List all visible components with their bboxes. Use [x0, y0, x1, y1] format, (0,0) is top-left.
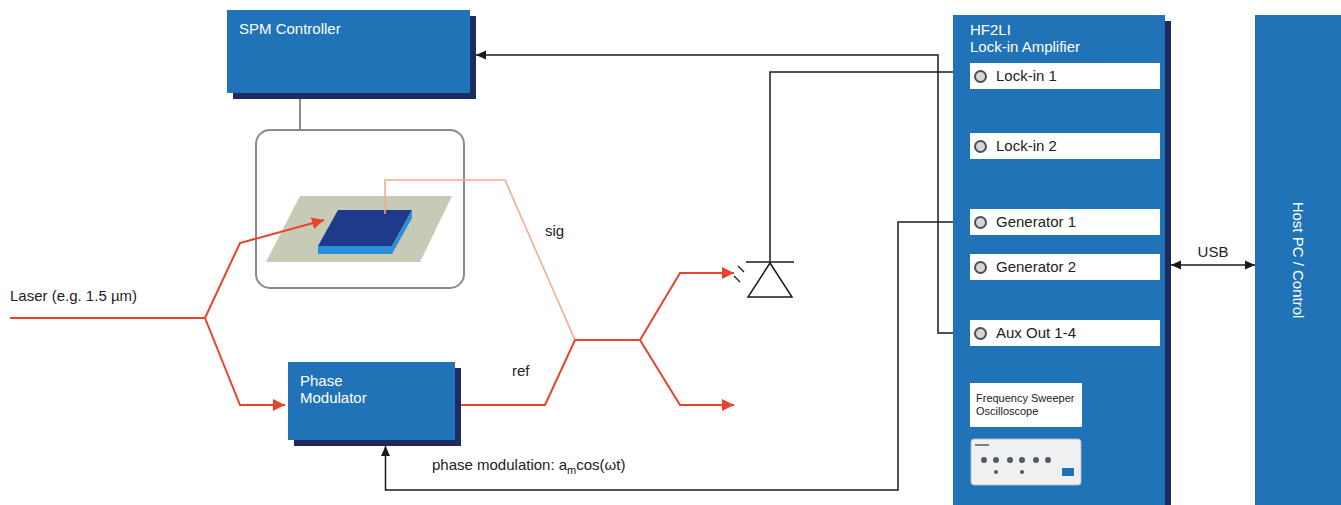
sample-chamber: [256, 130, 464, 288]
port-box: Generator 2: [970, 254, 1160, 280]
sample-side: [318, 246, 392, 254]
instrument-detail: [975, 444, 989, 446]
instrument-picture: [970, 438, 1082, 486]
laser-beam: [461, 273, 734, 405]
signal-subscript: m: [567, 464, 576, 476]
instrument-panel: HF2LILock-in AmplifierLock-in 1 Lock-in 2…: [953, 15, 1165, 505]
box-label: Lock-in Amplifier: [970, 38, 1080, 55]
port-box: Lock-in 1: [970, 63, 1160, 89]
box-label: Phase Modulator: [300, 372, 400, 407]
box-label: Generator 1: [996, 213, 1076, 230]
arrow-head: [381, 446, 390, 456]
laser-beam: [640, 340, 734, 405]
box-label: Generator 2: [996, 258, 1076, 275]
laser-beam: [205, 318, 285, 405]
connector-line: [1171, 264, 1255, 266]
connector: [381, 222, 970, 490]
instrument-detail: [981, 457, 987, 463]
laser-beam: [10, 220, 324, 318]
instrument-detail: [1033, 457, 1039, 463]
light-marks: [734, 266, 744, 282]
box-label: Host PC / Control: [1289, 202, 1306, 319]
box-label: Lock-in 1: [996, 67, 1057, 84]
box-label: SPM Controller: [239, 20, 341, 37]
arrow-head: [476, 51, 486, 60]
instrument-detail: [1019, 457, 1025, 463]
instrument-detail: [1062, 468, 1074, 476]
box-label: HF2LI: [970, 21, 1011, 38]
detector-wire: [770, 72, 970, 262]
beam-label: ref: [512, 362, 530, 379]
instrument-detail: [1020, 470, 1024, 474]
arrow-head: [1171, 261, 1181, 270]
edge-label: USB: [1198, 243, 1229, 260]
source-label: Laser (e.g. 1.5 µm): [10, 287, 137, 304]
signal-label: phase modulation: a: [432, 456, 567, 473]
signal-label: cos(ωt): [576, 456, 625, 473]
connector: [476, 51, 970, 334]
instrument-detail: [1007, 457, 1013, 463]
instrument-detail: [1045, 457, 1051, 463]
box-label: Lock-in 2: [996, 137, 1057, 154]
instrument-detail: [993, 457, 999, 463]
controller-box: SPM Controller: [227, 10, 470, 93]
connector-line: [476, 55, 970, 333]
port-box: Generator 1: [970, 209, 1160, 235]
box-label: Aux Out 1-4: [996, 324, 1076, 341]
port-box: Aux Out 1-4: [970, 320, 1160, 346]
signal-beam: [385, 180, 575, 340]
photodiode-symbol: [748, 263, 792, 297]
modulator-box: Phase Modulator: [288, 362, 455, 440]
sample-side: [392, 210, 412, 254]
box-label: Frequency Sweeper Oscilloscope: [976, 392, 1076, 418]
connector: [1171, 261, 1255, 270]
tool-box: Frequency Sweeper Oscilloscope: [970, 383, 1082, 427]
host-bar: Host PC / Control: [1255, 15, 1341, 505]
arrow-head: [1245, 261, 1255, 270]
beam-label: sig: [545, 222, 564, 239]
connector-line: [386, 222, 971, 490]
instrument-detail: [994, 470, 998, 474]
instrument-front: [971, 439, 1081, 485]
port-box: Lock-in 2: [970, 133, 1160, 159]
controller-link: [299, 93, 301, 130]
label-group: phase modulation: amcos(ωt): [432, 456, 626, 473]
